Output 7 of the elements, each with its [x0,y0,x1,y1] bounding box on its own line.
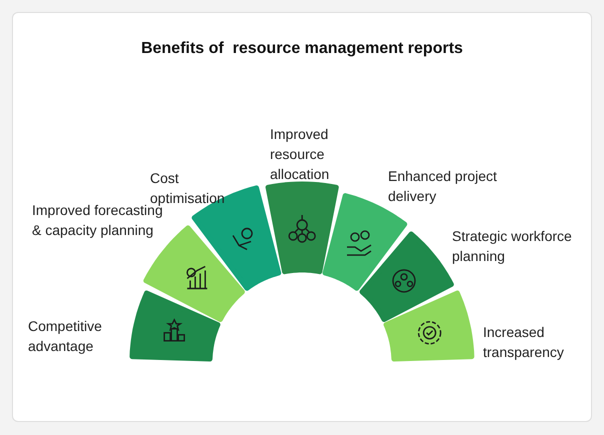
segment-label: Improved resource allocation [270,125,330,184]
segment-label: Increased transparency [482,322,565,362]
segment-label: Competitive advantage [28,316,103,356]
segment-label: Cost optimisation [150,169,226,206]
segment-label: Strategic workforce planning [452,227,573,266]
title: Benefits of resource management reports [140,40,464,58]
segment-label: Enhanced project delivery [388,167,498,206]
